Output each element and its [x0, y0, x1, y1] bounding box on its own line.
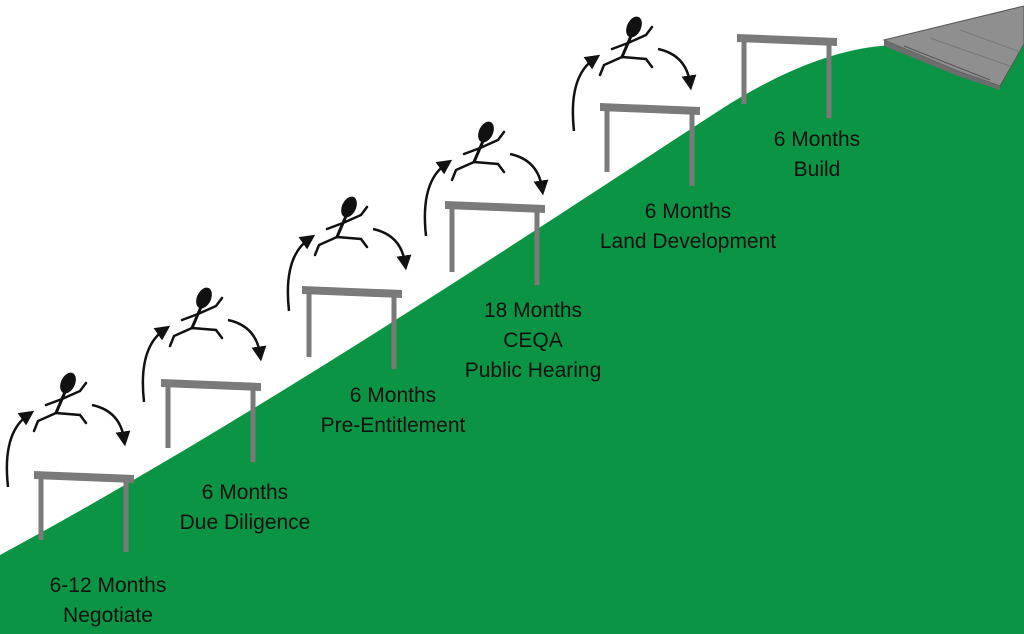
jump-up-arrow-icon — [571, 54, 601, 132]
figure-arm — [325, 221, 345, 231]
jump-down-arrow-icon — [91, 403, 131, 447]
figure-body — [620, 34, 633, 59]
stick-figure-hurdler-icon — [571, 16, 697, 132]
stage-duration: 18 Months — [483, 299, 583, 322]
stage-label-negotiate: 6-12 Months Negotiate — [0, 571, 238, 631]
figure-arm — [196, 296, 224, 316]
jump-down-arrow-icon — [657, 47, 697, 91]
hurdle-bar — [737, 34, 837, 46]
jump-down-arrow-icon — [227, 318, 267, 362]
figure-body — [54, 390, 67, 415]
stage-phase: Negotiate — [63, 604, 153, 627]
stage-phase: CEQA — [503, 329, 563, 352]
jump-down-arrow-icon — [509, 152, 549, 196]
figure-body — [472, 139, 485, 164]
green-hill — [0, 45, 1024, 634]
hurdle-bar — [161, 379, 261, 391]
stage-phase: Land Development — [599, 230, 777, 253]
figure-arm — [44, 397, 64, 407]
figure-arm — [60, 381, 88, 401]
figure-body — [190, 305, 203, 330]
figure-leg — [313, 235, 339, 257]
stage-phase: Pre-Entitlement — [320, 414, 466, 437]
figure-leg — [598, 55, 624, 77]
jump-down-arrow-icon — [372, 227, 412, 271]
stage-duration: 6 Months — [773, 128, 861, 151]
jump-up-arrow-icon — [141, 325, 171, 403]
stage-phase: Build — [793, 158, 841, 181]
figure-leg — [54, 411, 88, 425]
figure-leg — [335, 235, 369, 249]
figure-arm — [180, 312, 200, 322]
figure-leg — [450, 160, 476, 182]
hurdle — [445, 201, 545, 285]
figure-leg — [168, 326, 194, 348]
figure-leg — [32, 411, 58, 433]
figure-arm — [626, 25, 654, 45]
stick-figure-hurdler-icon — [141, 287, 267, 403]
warehouse-building-icon — [882, 5, 1024, 90]
hurdle — [302, 286, 402, 369]
figure-leg — [472, 160, 506, 174]
figure-arm — [610, 41, 630, 51]
stage-duration: 6 Months — [349, 384, 437, 407]
stage-phase-line-2: Public Hearing — [464, 359, 602, 382]
jump-up-arrow-icon — [286, 234, 316, 312]
stick-figure-hurdler-icon — [286, 196, 412, 312]
hurdle-bar — [34, 471, 134, 483]
figure-head — [478, 121, 494, 143]
hurdle — [34, 471, 134, 552]
stick-figure-hurdler-icon — [423, 121, 549, 237]
figure-head — [341, 196, 357, 218]
figure-arm — [341, 205, 369, 225]
jump-up-arrow-icon — [423, 159, 453, 237]
hurdle-bar — [302, 286, 402, 298]
stage-label-land-development: 6 Months Land Development — [558, 197, 818, 257]
figure-head — [196, 287, 212, 309]
hurdle — [600, 103, 700, 186]
hurdle-bar — [445, 201, 545, 213]
figure-arm — [478, 130, 506, 150]
stage-duration: 6 Months — [201, 481, 289, 504]
figure-leg — [190, 326, 224, 340]
stage-label-ceqa-public-hearing: 18 Months CEQA Public Hearing — [403, 296, 663, 386]
stage-label-pre-entitlement: 6 Months Pre-Entitlement — [263, 381, 523, 441]
figure-arm — [462, 146, 482, 156]
figure-head — [626, 16, 642, 38]
stage-label-build: 6 Months Build — [687, 125, 947, 185]
stage-phase: Due Diligence — [179, 511, 311, 534]
hurdle-bar — [600, 103, 700, 115]
figure-head — [60, 372, 76, 394]
stick-figure-hurdler-icon — [5, 372, 131, 488]
stage-duration: 6-12 Months — [49, 574, 167, 597]
stage-duration: 6 Months — [644, 200, 732, 223]
figure-body — [335, 214, 348, 239]
hurdle — [737, 34, 837, 118]
jump-up-arrow-icon — [5, 410, 35, 488]
figure-leg — [620, 55, 654, 69]
hurdle — [161, 379, 261, 462]
stage-label-due-diligence: 6 Months Due Diligence — [115, 478, 375, 538]
